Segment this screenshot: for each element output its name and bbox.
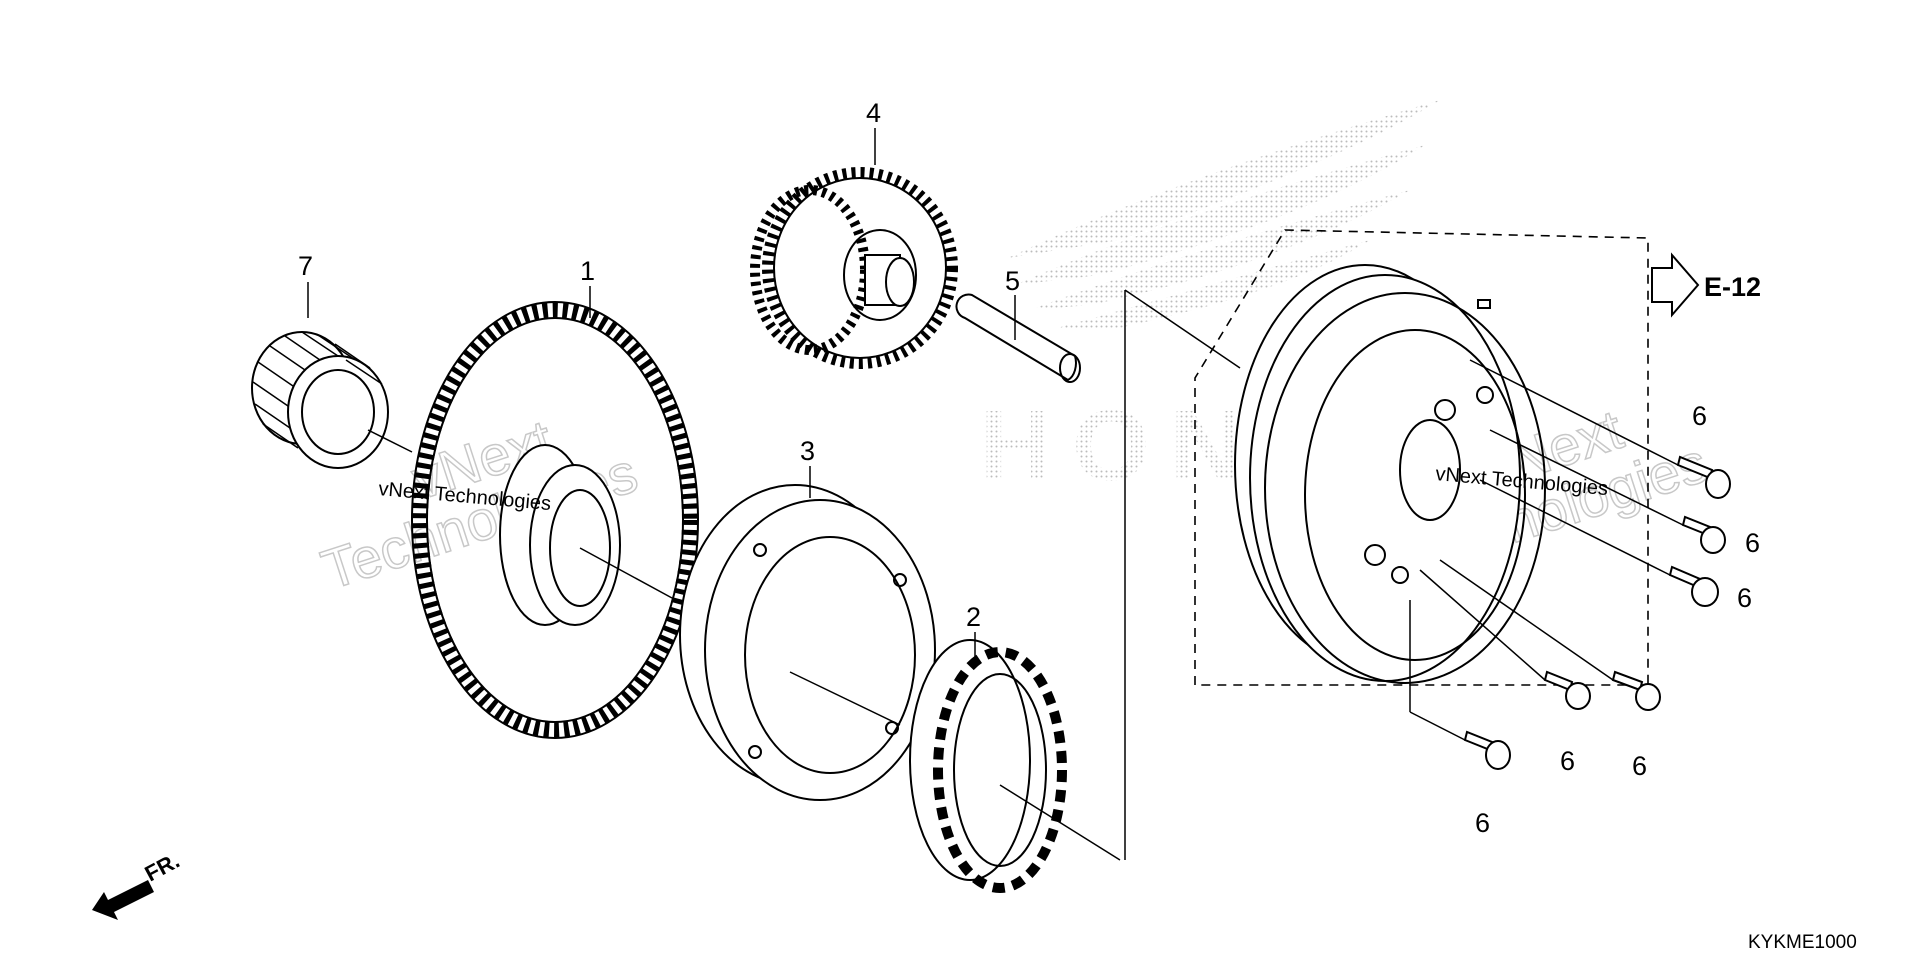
one-way-clutch [909, 639, 1121, 893]
callout-6c: 6 [1737, 583, 1752, 613]
needle-bearing [251, 331, 413, 469]
bolt-6 [1463, 730, 1511, 770]
callout-6a: 6 [1692, 401, 1707, 431]
reduction-gear [750, 167, 958, 369]
callout-6f: 6 [1475, 808, 1490, 838]
bolt-1 [1676, 455, 1731, 499]
callout-6b: 6 [1745, 528, 1760, 558]
starter-clutch-outer [679, 484, 936, 801]
front-indicator: FR. [92, 848, 184, 920]
reduction-shaft [955, 293, 1081, 383]
bolt-3 [1668, 565, 1719, 607]
callout-ticks [307, 128, 1016, 660]
callouts: 7 1 4 5 3 2 6 6 6 6 6 6 [298, 98, 1760, 838]
callout-7: 7 [298, 251, 313, 281]
bolt-leaders [1409, 359, 1684, 741]
drawing-code: KYKME1000 [1748, 932, 1857, 953]
leader-line-5b [1124, 289, 1241, 369]
callout-4: 4 [866, 98, 881, 128]
bolt-4 [1543, 670, 1591, 710]
bolts [1463, 455, 1731, 770]
callout-1: 1 [580, 256, 595, 286]
callout-6d: 6 [1560, 746, 1575, 776]
callout-5: 5 [1005, 266, 1020, 296]
flywheel [1234, 264, 1546, 684]
callout-6e: 6 [1632, 751, 1647, 781]
reference-label: E-12 [1704, 272, 1761, 302]
bolt-2 [1681, 515, 1726, 554]
callout-3: 3 [800, 436, 815, 466]
reference-arrow: E-12 [1651, 252, 1761, 318]
callout-2: 2 [966, 602, 981, 632]
bolt-5 [1611, 670, 1661, 711]
starter-driven-gear [411, 301, 699, 739]
